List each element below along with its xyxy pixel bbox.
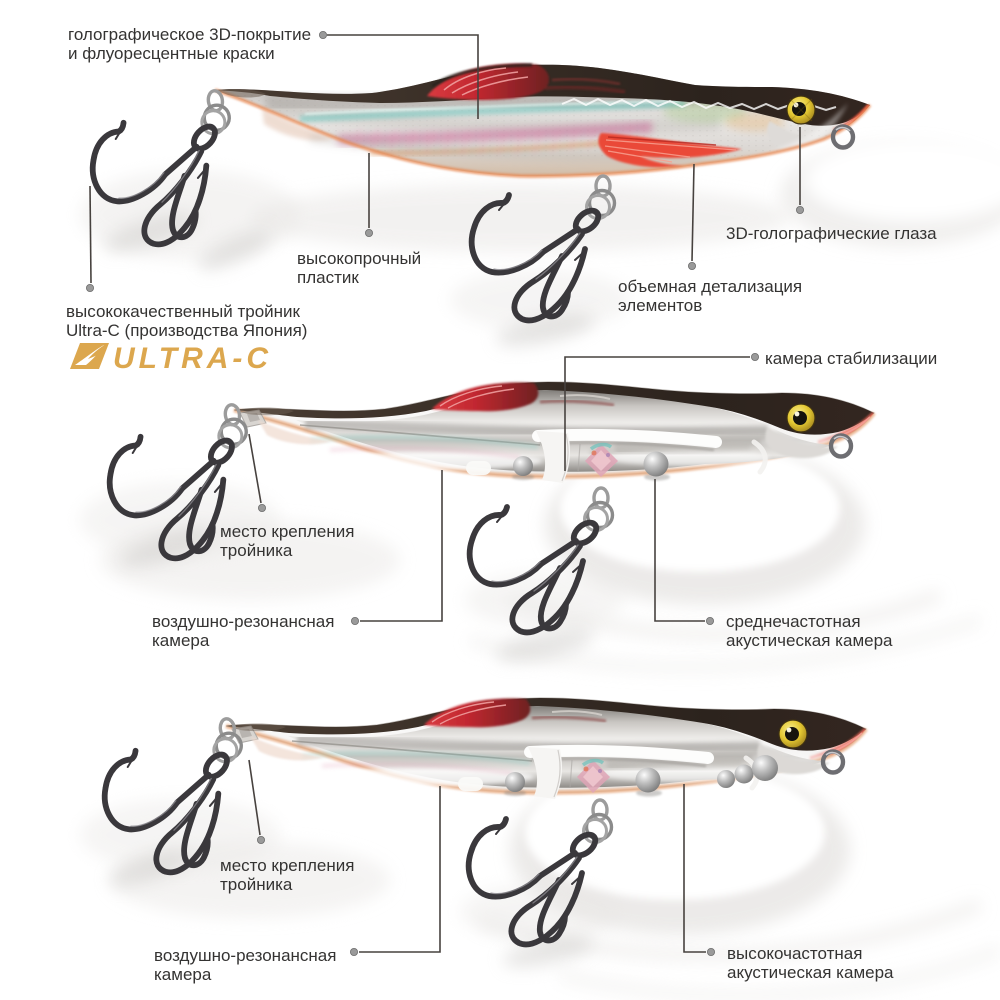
svg-text:объемная детализация: объемная детализация [618,277,802,296]
svg-text:камера стабилизации: камера стабилизации [765,349,937,368]
svg-text:высокочастотная: высокочастотная [727,944,862,963]
svg-text:Ultra-C (производства Япония): Ultra-C (производства Япония) [66,321,307,340]
svg-text:тройника: тройника [220,875,293,894]
svg-text:голографическое 3D-покрытие: голографическое 3D-покрытие [68,25,311,44]
svg-text:среднечастотная: среднечастотная [726,612,861,631]
svg-text:камера: камера [154,965,212,984]
svg-text:элементов: элементов [618,296,702,315]
svg-text:и флуоресцентные краски: и флуоресцентные краски [68,44,275,63]
svg-text:пластик: пластик [297,268,359,287]
svg-text:камера: камера [152,631,210,650]
svg-text:воздушно-резонансная: воздушно-резонансная [154,946,336,965]
svg-text:тройника: тройника [220,541,293,560]
svg-text:высококачественный тройник: высококачественный тройник [66,302,301,321]
svg-text:акустическая камера: акустическая камера [726,631,893,650]
svg-text:3D-голографические глаза: 3D-голографические глаза [726,224,937,243]
svg-text:воздушно-резонансная: воздушно-резонансная [152,612,334,631]
svg-text:место крепления: место крепления [220,856,354,875]
svg-text:ULTRA-C: ULTRA-C [113,342,272,375]
svg-text:место крепления: место крепления [220,522,354,541]
svg-text:высокопрочный: высокопрочный [297,249,421,268]
svg-text:акустическая камера: акустическая камера [727,963,894,982]
